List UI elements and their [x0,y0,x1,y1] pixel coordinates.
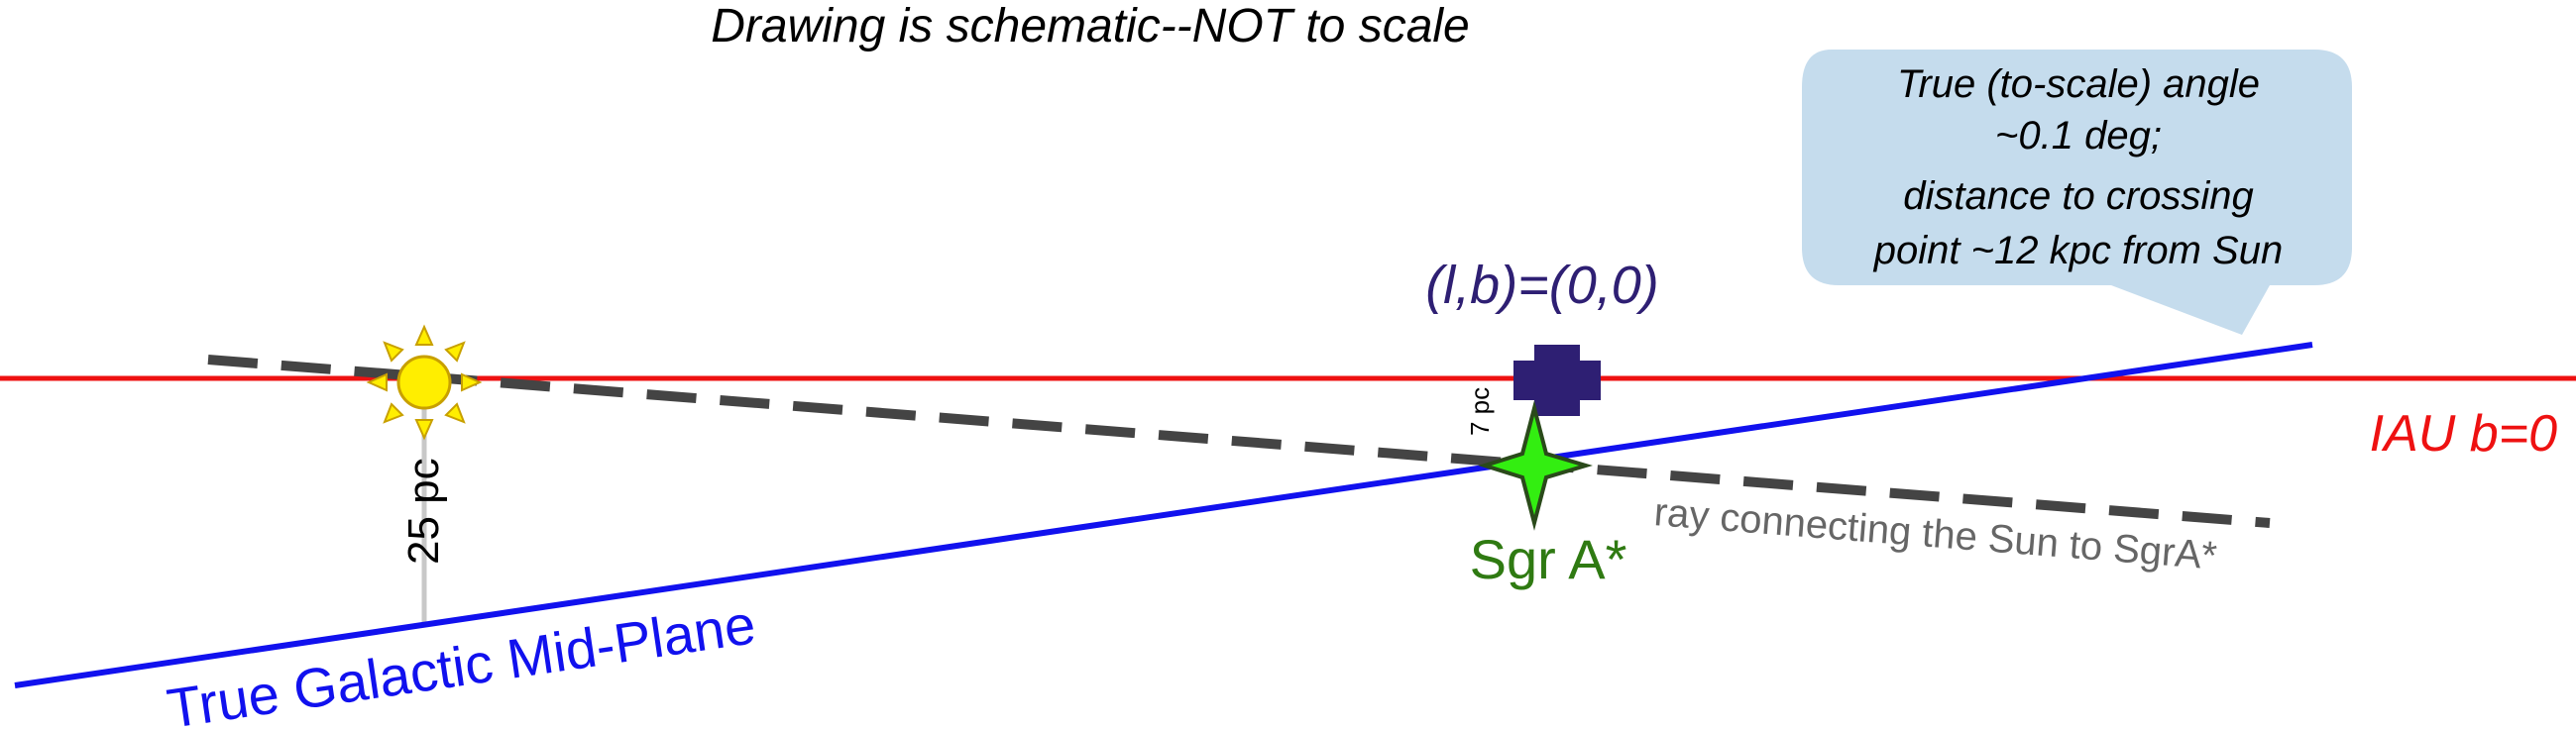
sun-sgr-ray-line [207,355,2271,528]
callout-shape [1802,50,2352,335]
ray-label: ray connecting the Sun to SgrA* [1652,490,2218,578]
sgr-origin-distance-label: 7 pc [1465,387,1495,436]
four-point-star-icon [1478,400,1593,531]
sun-plane-distance-label: 25 pc [399,458,448,565]
galactic-mid-plane-line [14,342,2313,688]
callout-line-3: distance to crossing [1903,174,2254,218]
galactic-mid-plane-label: True Galactic Mid-Plane [164,592,759,731]
iau-b0-label: IAU b=0 [2370,405,2557,463]
sun-icon [366,324,483,441]
callout-line-2: ~0.1 deg; [1995,114,2162,157]
plus-icon [1513,345,1601,416]
origin-label: (l,b)=(0,0) [1425,256,1659,315]
callout-line-4: point ~12 kpc from Sun [1873,229,2283,272]
sgr-a-label: Sgr A* [1470,528,1627,590]
diagram-title: Drawing is schematic--NOT to scale [711,0,1470,52]
callout-line-1: True (to-scale) angle [1897,62,2260,106]
callout-bubble: True (to-scale) angle ~0.1 deg; distance… [1802,50,2352,335]
